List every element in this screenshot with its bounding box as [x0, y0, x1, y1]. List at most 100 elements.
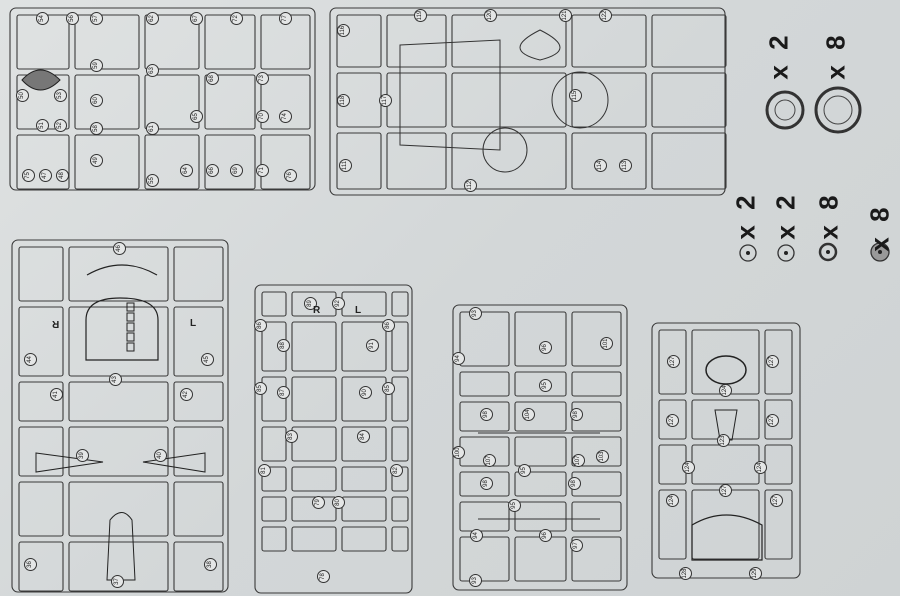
panel-part-113 — [482, 127, 528, 173]
sprue-cell — [204, 74, 256, 130]
wheel-hub-icon — [784, 251, 788, 255]
sprue-cell — [336, 14, 382, 68]
sprue-cell — [571, 132, 647, 190]
sprue-cell — [691, 399, 760, 440]
part-124 — [705, 355, 747, 385]
wheel-small-icon — [818, 242, 838, 262]
part-number-label: 77 — [279, 12, 292, 25]
bulkhead-detail — [126, 322, 135, 332]
side-mark: L — [355, 305, 362, 316]
part-number-label: 84 — [357, 430, 370, 443]
sprue-cell — [514, 536, 567, 582]
sprue-cell — [260, 74, 311, 130]
part-120 — [519, 29, 561, 61]
side-mark: R — [52, 318, 60, 329]
part-number-label: 118 — [337, 94, 350, 107]
sprue-cell — [514, 371, 567, 397]
part-number-label: 55 — [146, 174, 159, 187]
part-number-label: 66 — [206, 164, 219, 177]
part-number-label: 128 — [679, 567, 692, 580]
part-number-label: 112 — [464, 179, 477, 192]
part-number-label: 127 — [666, 414, 679, 427]
part-40 — [142, 452, 206, 473]
quantity-small-wheel-2: x 2 — [770, 191, 801, 240]
part-number-label: 98 — [570, 408, 583, 421]
part-number-label: 72 — [230, 12, 243, 25]
side-mark: L — [190, 318, 197, 329]
part-number-label: 65 — [190, 110, 203, 123]
part-37 — [106, 512, 136, 581]
part-number-label: 49 — [90, 154, 103, 167]
part-number-label: 88 — [277, 339, 290, 352]
part-number-label: 80 — [332, 496, 345, 509]
sprue-cell — [514, 471, 567, 497]
part-number-label: 120 — [484, 9, 497, 22]
wheel-large-icon — [765, 90, 805, 130]
bulkhead-detail — [126, 302, 135, 312]
sprue-cell — [291, 376, 337, 422]
part-number-label: 74 — [279, 110, 292, 123]
sprue-cell — [459, 311, 510, 367]
sprue-cell — [764, 444, 793, 485]
sprue-cell — [391, 291, 409, 317]
sprue-cell — [571, 501, 622, 532]
sprue-cell — [173, 426, 224, 477]
part-number-label: 70 — [256, 110, 269, 123]
sprue-cell — [18, 481, 64, 537]
sprue-cell — [391, 526, 409, 552]
part-number-label: 104 — [522, 408, 535, 421]
part-number-label: 121 — [559, 9, 572, 22]
sprue-cell — [173, 246, 224, 302]
part-number-label: 92 — [332, 297, 345, 310]
sprue-cell — [459, 471, 510, 497]
part-number-label: 82 — [390, 464, 403, 477]
sprue-cell — [386, 132, 447, 190]
part-number-label: 95 — [508, 499, 521, 512]
wheel-hub-icon — [878, 250, 882, 254]
part-number-label: 59 — [90, 59, 103, 72]
sprue-cell — [459, 501, 510, 532]
part-number-label: 97 — [570, 539, 583, 552]
part-number-label: 71 — [256, 164, 269, 177]
sprue-cell — [391, 321, 409, 372]
sprue-cell — [571, 436, 622, 467]
canopy-part-46 — [86, 264, 158, 276]
sprue-cell — [68, 426, 169, 477]
wheel-large-icon — [814, 86, 862, 134]
sprue-cell — [18, 541, 64, 592]
part-number-label: 127 — [766, 355, 779, 368]
sprue-cell — [764, 489, 793, 560]
sprue-cell — [18, 426, 64, 477]
quantity-small-wheel-3: x 8 — [813, 191, 844, 240]
part-number-label: 123 — [717, 434, 730, 447]
part-number-label: 44 — [24, 353, 37, 366]
part-number-label: 113 — [619, 159, 632, 172]
part-number-label: 127 — [770, 494, 783, 507]
sprue-cell — [571, 14, 647, 68]
sprue-cell — [144, 74, 200, 130]
part-number-label: 98 — [480, 477, 493, 490]
part-number-label: 115 — [569, 89, 582, 102]
wheel-small-icon — [777, 244, 795, 262]
sprue-cell — [173, 381, 224, 422]
part-number-label: 58 — [90, 122, 103, 135]
sprue-cell — [173, 481, 224, 537]
part-number-label: 87 — [277, 386, 290, 399]
floor-part-119 — [399, 39, 501, 151]
part-number-label: 103 — [596, 450, 609, 463]
part-number-label: 124 — [666, 494, 679, 507]
sprue-cell — [74, 134, 140, 190]
sprue-a — [9, 7, 316, 191]
sprue-cell — [386, 14, 447, 68]
sprue-cell — [391, 426, 409, 462]
part-number-label: 45 — [201, 353, 214, 366]
part-number-label: 76 — [284, 169, 297, 182]
quantity-small-wheel-1: x 2 — [730, 191, 761, 240]
sprue-cell — [144, 134, 200, 190]
part-number-label: 53 — [54, 89, 67, 102]
part-number-label: 98 — [568, 477, 581, 490]
part-number-label: 124 — [754, 461, 767, 474]
sprue-cell — [341, 321, 387, 372]
wheel-hub-icon — [746, 251, 750, 255]
